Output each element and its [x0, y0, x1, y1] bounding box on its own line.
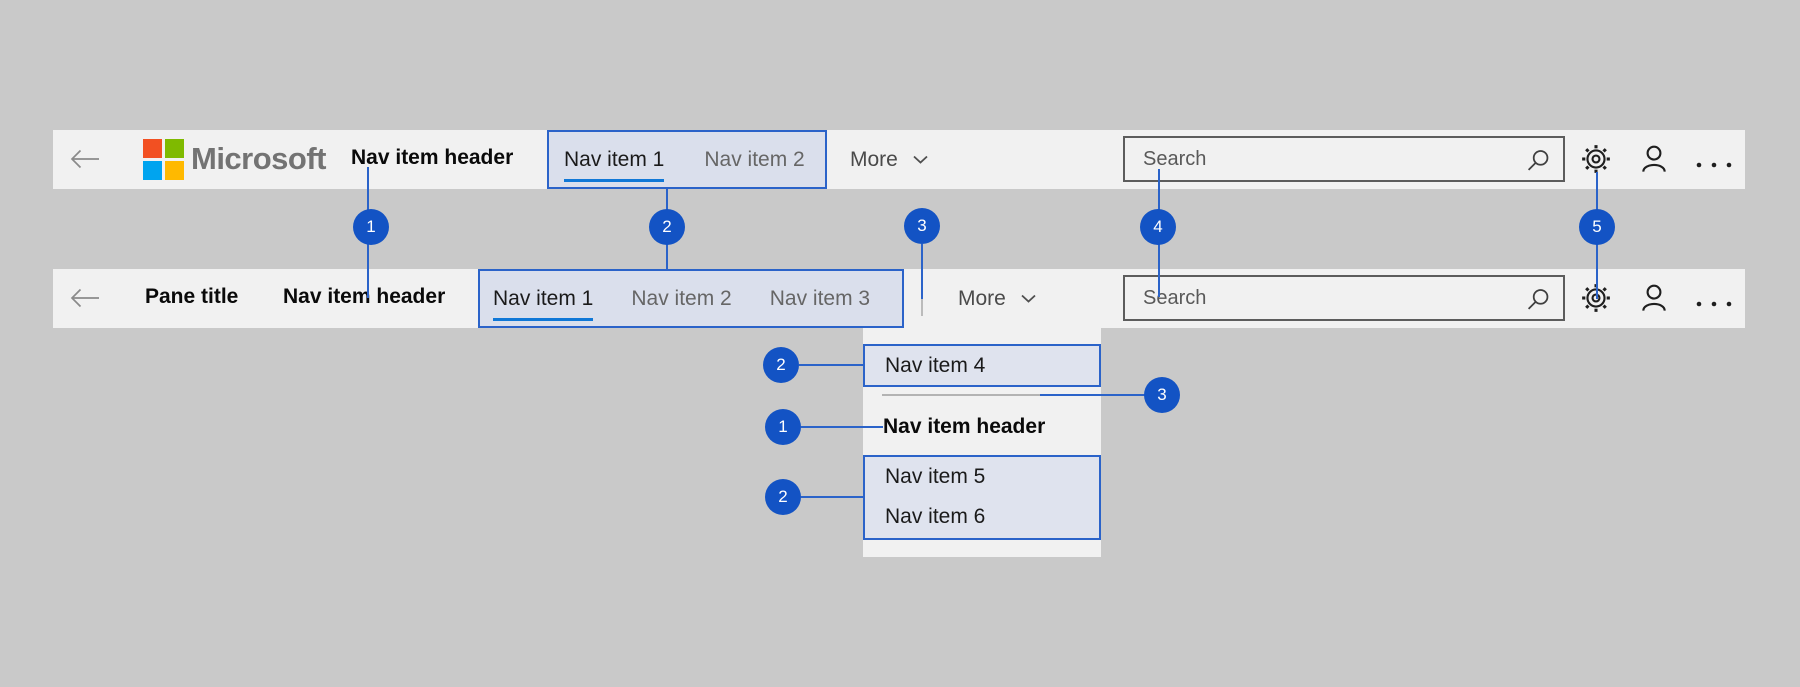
menu-callout-badge-2: 2	[763, 347, 799, 383]
callout-badge-3: 3	[904, 208, 940, 244]
ms-logo-yellow-square	[165, 161, 184, 180]
account-button[interactable]	[1638, 143, 1670, 175]
callout-badge-5: 5	[1579, 209, 1615, 245]
search-input[interactable]	[1125, 277, 1563, 319]
ms-logo-blue-square	[143, 161, 162, 180]
more-dropdown-menu: Nav item 4 Nav item header Nav item 5 Na…	[863, 328, 1101, 557]
magnifier-icon[interactable]	[1526, 148, 1551, 173]
more-options-button[interactable]	[1695, 295, 1732, 307]
pane-title-label: Pane title	[145, 285, 239, 308]
callout-badge-2: 2	[649, 209, 685, 245]
back-button[interactable]	[69, 147, 101, 171]
gear-icon	[1582, 145, 1610, 173]
ms-logo-green-square	[165, 139, 184, 158]
magnifier-icon[interactable]	[1526, 287, 1551, 312]
callout-3-leader-line	[921, 244, 923, 299]
more-options-button[interactable]	[1695, 156, 1732, 168]
ms-logo-red-square	[143, 139, 162, 158]
menu-item-nav-item-4[interactable]: Nav item 4	[885, 354, 986, 377]
search-input[interactable]	[1125, 138, 1563, 180]
menu-item-nav-item-5[interactable]: Nav item 5	[885, 465, 986, 488]
chevron-down-icon	[1021, 294, 1036, 303]
nav-item-header-label: Nav item header	[351, 146, 514, 169]
nav-item-1[interactable]: Nav item 1	[564, 147, 665, 182]
menu-callout-2b-leader-line	[801, 496, 863, 498]
nav-item-1[interactable]: Nav item 1	[493, 286, 594, 321]
top-app-header-bar: Microsoft Nav item header Nav item 1 Nav…	[53, 130, 1745, 189]
search-box	[1123, 275, 1565, 321]
callout-badge-1: 1	[353, 209, 389, 245]
more-menu-button[interactable]: More	[850, 130, 929, 189]
more-menu-button[interactable]: More	[958, 269, 1037, 328]
nav-item-3[interactable]: Nav item 3	[769, 286, 871, 310]
menu-separator	[882, 394, 1040, 396]
menu-callout-1-leader-line	[801, 426, 883, 428]
person-icon	[1642, 284, 1666, 311]
menu-callout-badge-3: 3	[1144, 377, 1180, 413]
menu-callout-3-leader-line	[1040, 394, 1146, 396]
menu-items-highlight-box: Nav item 4	[863, 344, 1101, 387]
chevron-down-icon	[913, 155, 928, 164]
menu-items-highlight-box: Nav item 5 Nav item 6	[863, 455, 1101, 540]
nav-more-divider	[921, 299, 923, 316]
microsoft-logo[interactable]	[143, 139, 184, 180]
nav-item-2[interactable]: Nav item 2	[704, 147, 805, 171]
menu-callout-badge-1: 1	[765, 409, 801, 445]
menu-nav-item-header-label: Nav item header	[883, 415, 1046, 438]
ellipsis-icon	[1696, 162, 1732, 168]
nav-item-2[interactable]: Nav item 2	[631, 286, 732, 310]
menu-callout-2-leader-line	[799, 364, 863, 366]
person-icon	[1642, 145, 1666, 172]
callout-badge-4: 4	[1140, 209, 1176, 245]
search-box	[1123, 136, 1565, 182]
microsoft-wordmark[interactable]: Microsoft	[191, 141, 327, 176]
more-label: More	[958, 286, 1006, 310]
more-label: More	[850, 147, 898, 171]
nav-items-highlight-box: Nav item 1 Nav item 2	[547, 130, 827, 189]
ellipsis-icon	[1696, 301, 1732, 307]
nav-items-highlight-box: Nav item 1 Nav item 2 Nav item 3	[478, 269, 904, 328]
settings-button[interactable]	[1580, 143, 1612, 175]
back-button[interactable]	[69, 286, 101, 310]
nav-item-header-label: Nav item header	[283, 285, 446, 308]
back-arrow-icon	[70, 149, 99, 169]
back-arrow-icon	[70, 288, 99, 308]
pane-header-bar: Pane title Nav item header Nav item 1 Na…	[53, 269, 1745, 328]
menu-item-nav-item-6[interactable]: Nav item 6	[885, 505, 986, 528]
account-button[interactable]	[1638, 282, 1670, 314]
menu-callout-badge-2b: 2	[765, 479, 801, 515]
